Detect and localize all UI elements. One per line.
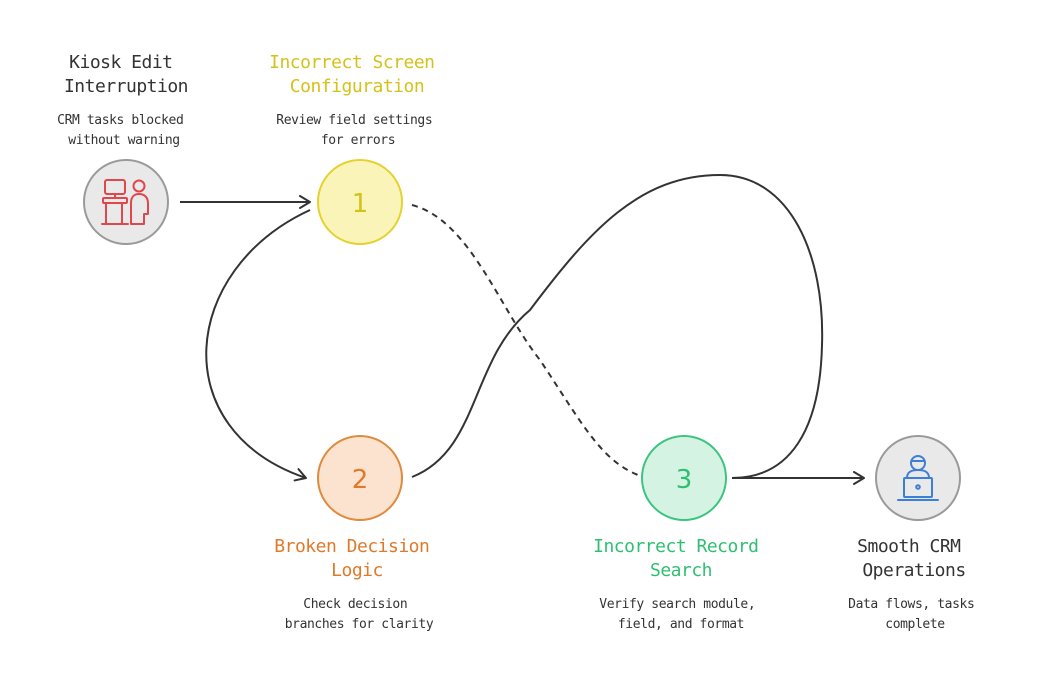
step-1-node: Incorrect Screen Configuration Review fi…	[269, 52, 445, 245]
end-desc-line-1: Data flows, tasks	[848, 597, 974, 612]
step-2-title: Broken Decision Logic	[274, 536, 439, 581]
step-1-title: Incorrect Screen Configuration	[269, 52, 445, 97]
start-title-line-2: Interruption	[64, 76, 188, 97]
step-3-number: 3	[676, 465, 693, 495]
connectors	[180, 173, 865, 485]
laptop-user-icon	[897, 455, 939, 501]
end-description: Data flows, tasks complete	[848, 597, 982, 632]
step-1-number: 1	[352, 189, 369, 219]
step1-to-step2-arrow	[205, 209, 311, 482]
step-3-title-line-1: Incorrect Record	[593, 536, 758, 557]
step1-to-step3-dashed	[411, 204, 639, 476]
step-2-title-line-1: Broken Decision	[274, 536, 429, 557]
start-desc-line-1: CRM tasks blocked	[57, 113, 183, 128]
step-1-desc-line-2: for errors	[321, 133, 395, 148]
start-title-line-1: Kiosk Edit	[69, 52, 172, 73]
step-2-desc-line-1: Check decision	[303, 597, 407, 612]
step-2-number: 2	[352, 465, 369, 495]
start-description: CRM tasks blocked without warning	[57, 113, 191, 148]
step-2-desc-line-2: branches for clarity	[285, 617, 434, 632]
kiosk-person-icon	[101, 179, 149, 225]
step-1-title-line-2: Configuration	[290, 76, 424, 97]
step-3-description: Verify search module, field, and format	[599, 597, 762, 632]
start-node: Kiosk Edit Interruption CRM tasks blocke…	[57, 52, 191, 245]
step-1-desc-line-1: Review field settings	[276, 113, 432, 128]
start-title: Kiosk Edit Interruption	[64, 52, 188, 97]
step-2-title-line-2: Logic	[331, 560, 383, 581]
start-desc-line-2: without warning	[68, 133, 179, 148]
end-title: Smooth CRM Operations	[857, 536, 971, 581]
step-3-desc-line-2: field, and format	[618, 617, 744, 632]
step-1-circle	[317, 159, 403, 245]
step-3-title-line-2: Search	[650, 560, 712, 581]
end-title-line-1: Smooth CRM	[857, 536, 961, 557]
step-3-desc-line-1: Verify search module,	[599, 597, 755, 612]
step-2-circle	[317, 435, 403, 521]
step-3-circle	[641, 435, 727, 521]
step-1-title-line-1: Incorrect Screen	[269, 52, 434, 73]
end-desc-line-2: complete	[885, 617, 945, 632]
step-2-node: 2 Broken Decision Logic Check decision b…	[274, 435, 439, 632]
step-1-description: Review field settings for errors	[276, 113, 439, 148]
step-2-description: Check decision branches for clarity	[285, 597, 434, 632]
step2-to-loop-curve	[411, 173, 824, 479]
end-title-line-2: Operations	[862, 560, 965, 581]
step-3-node: 3 Incorrect Record Search Verify search …	[593, 435, 769, 632]
step-3-title: Incorrect Record Search	[593, 536, 769, 581]
end-node: Smooth CRM Operations Data flows, tasks …	[848, 435, 982, 632]
